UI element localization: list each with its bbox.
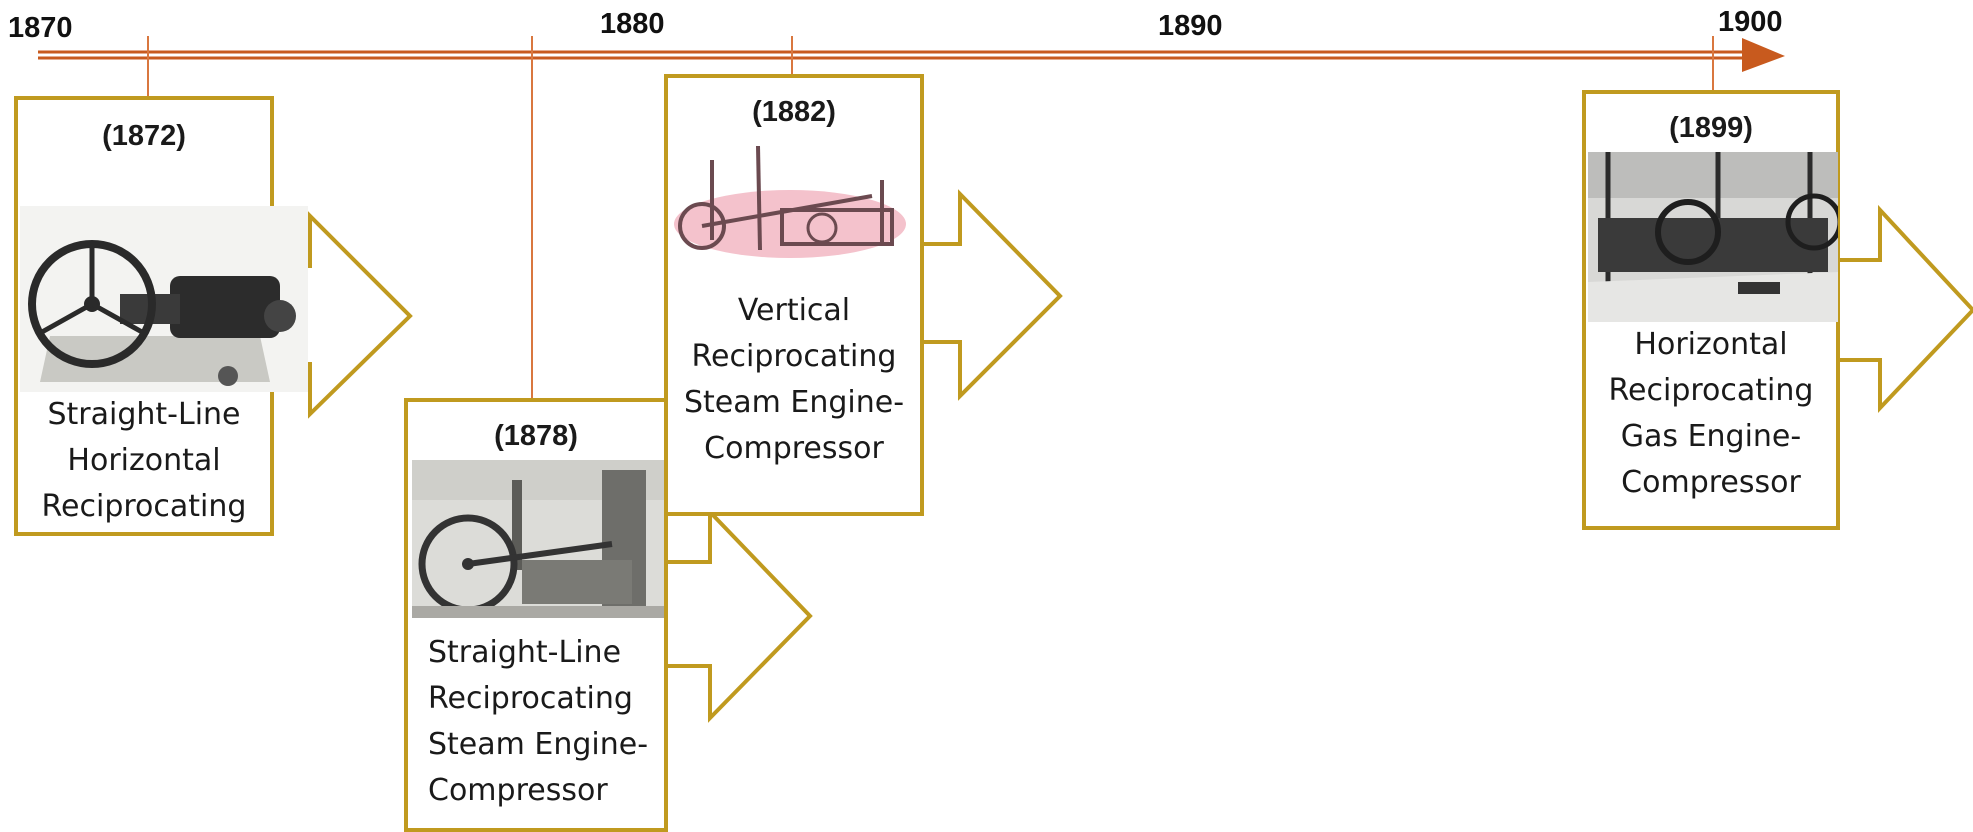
arrow-1878 — [664, 512, 810, 718]
event-line: Reciprocating — [1586, 368, 1836, 414]
timeline-arrowhead — [1742, 38, 1785, 72]
arrow-1899 — [1838, 210, 1973, 408]
event-text-1899: Horizontal Reciprocating Gas Engine- Com… — [1582, 322, 1840, 530]
event-text-1878: Straight-Line Reciprocating Steam Engine… — [404, 618, 668, 832]
steam-engine-compressor-engraving — [412, 460, 664, 618]
event-line: Compressor — [1586, 460, 1836, 506]
event-line: Straight-Line — [408, 630, 664, 676]
event-date: (1872) — [18, 120, 270, 153]
gas-engine-compressor-hall-photo — [1588, 152, 1838, 322]
vertical-compressor-sketch — [672, 140, 908, 264]
event-line: Steam Engine- — [408, 722, 664, 768]
event-date: (1882) — [668, 96, 920, 129]
event-line: Compressor — [668, 426, 920, 472]
event-date: (1899) — [1586, 112, 1836, 145]
event-text-1882: Vertical Reciprocating Steam Engine- Com… — [664, 288, 924, 516]
arrow-1882 — [920, 194, 1060, 396]
horizontal-compressor-illustration — [20, 206, 308, 392]
event-line: Reciprocating — [668, 334, 920, 380]
event-line: Horizontal — [1586, 322, 1836, 368]
event-line: Steam Engine- — [668, 380, 920, 426]
event-date: (1878) — [408, 420, 664, 453]
event-line: Vertical — [668, 288, 920, 334]
event-line: Compressor — [408, 768, 664, 814]
event-line: Horizontal — [18, 438, 270, 484]
event-line: Reciprocating — [408, 676, 664, 722]
timeline-axis — [38, 38, 1785, 72]
event-line: Straight-Line — [18, 392, 270, 438]
event-text-1872: Straight-Line Horizontal Reciprocating — [14, 392, 274, 536]
event-line: Reciprocating — [18, 484, 270, 530]
event-line: Gas Engine- — [1586, 414, 1836, 460]
